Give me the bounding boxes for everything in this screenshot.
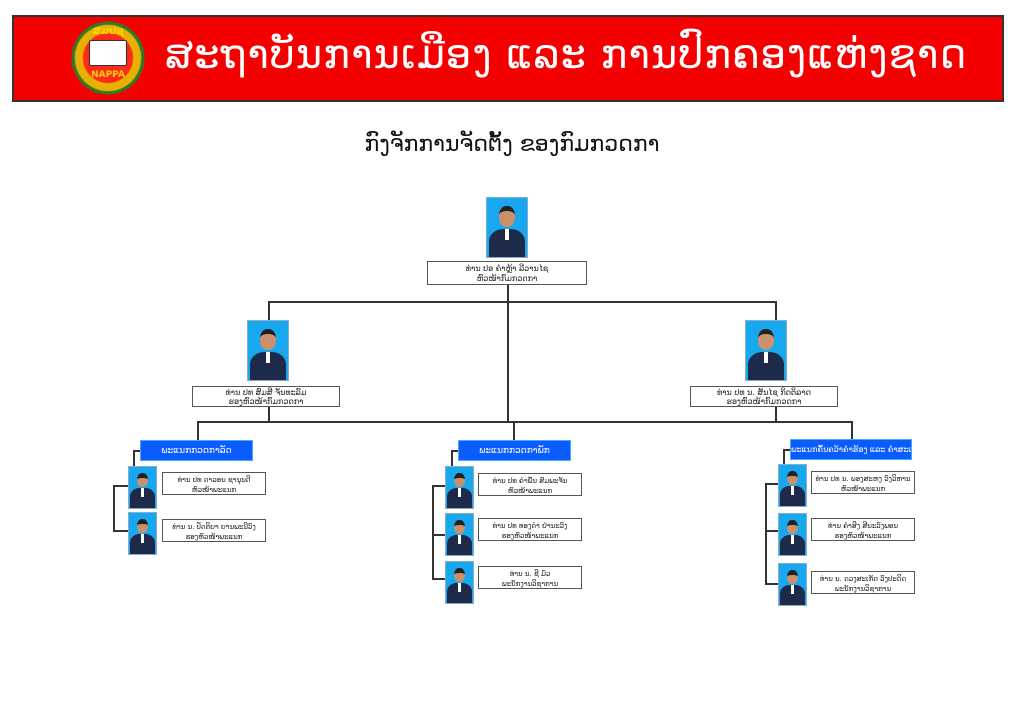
person-name: ທ່ານ ປອ ຄຳຫຼ້າ ລີວານໄຊ xyxy=(465,264,549,273)
logo-text-nappa: NAPPA xyxy=(91,70,125,80)
person-name: ທ່ານ ປທ ນ. ສັນໄຊ ກິດຕິລາດ xyxy=(716,388,812,397)
connector-line xyxy=(268,301,270,320)
person-role: ຫົວໜ້າພະແນກ xyxy=(840,485,886,493)
connector-line xyxy=(451,450,459,452)
department-header: ພະແນກຄົ້ນຄວ້າຄຳຮ້ອງ ແລະ ຄຳສະເໜີ xyxy=(790,439,920,460)
connector-line xyxy=(197,421,853,423)
person-role: ພະນັກງານວິຊາການ xyxy=(501,580,559,588)
member-photo xyxy=(778,563,807,606)
person-role: ຮອງຫົວໜ້າພະແນກ xyxy=(501,532,559,540)
department-header: ພະແນກກວດກາພັກ xyxy=(458,440,571,461)
person-name: ທ່ານ ຄຳສິງ ສີນະວົງພອນ xyxy=(828,522,898,530)
connector-line xyxy=(775,407,777,422)
page-title: ກົງຈັກການຈັດຕັ້ງ ຂອງກົມກວດກາ xyxy=(364,132,660,157)
member-photo xyxy=(445,513,474,556)
connector-bracket xyxy=(765,483,778,585)
person-role: ຫົວໜ້າພະແນກ xyxy=(191,486,237,494)
member-photo xyxy=(778,513,807,556)
member-card: ທ່ານ ນ. ປັດຕິຍາ ຍານພະນີວົງຮອງຫົວໜ້າພະແນກ xyxy=(162,519,266,542)
person-name: ທ່ານ ນ. ດວງສະເກັດ ວົງປະດິດ xyxy=(819,575,907,583)
connector-line xyxy=(513,421,515,440)
person-role: ຫົວໜ້າກົມກວດກາ xyxy=(476,274,538,283)
connector-bracket xyxy=(432,485,445,580)
connector-bracket xyxy=(113,485,128,532)
director-card: ທ່ານ ປອ ຄຳຫຼ້າ ລີວານໄຊ ຫົວໜ້າກົມກວດກາ xyxy=(427,261,587,285)
person-name: ທ່ານ ປທ ສົມສີ ຈັນທະລົມ xyxy=(225,388,307,397)
deputy-photo xyxy=(247,320,289,381)
member-card: ທ່ານ ປທ ຄຳພົ້ນ ສົມພະຈັນຫົວໜ້າພະແນກ xyxy=(478,473,582,496)
connector-line xyxy=(783,449,791,451)
member-card: ທ່ານ ຄຳສິງ ສີນະວົງພອນຮອງຫົວໜ້າພະແນກ xyxy=(811,518,915,541)
member-photo xyxy=(128,512,157,555)
person-name: ທ່ານ ນ. ປັດຕິຍາ ຍານພະນີວົງ xyxy=(172,523,256,531)
person-role: ຮອງຫົວໜ້າກົມກວດກາ xyxy=(228,397,304,406)
connector-line xyxy=(268,407,270,422)
connector-line xyxy=(765,530,778,532)
connector-line xyxy=(268,301,777,303)
logo-text-lao: ສມປຊ xyxy=(92,26,124,37)
connector-line xyxy=(851,421,853,440)
connector-line xyxy=(133,450,141,452)
institute-title: ສະຖາບັນການເມືອງ ແລະ ການປົກຄອງແຫ່ງຊາດ xyxy=(165,32,968,78)
person-name: ທ່ານ ປທ ດາວອນ ຊານຸນດີ xyxy=(177,476,251,484)
person-name: ທ່ານ ປທ ນ. ພອງສະຫງ ວົງວິຫານ xyxy=(815,475,911,483)
connector-line xyxy=(507,285,509,422)
member-card: ທ່ານ ປທ ທອງດຳ ຢ່ານະວົງຮອງຫົວໜ້າພະແນກ xyxy=(478,518,582,541)
member-photo xyxy=(445,466,474,509)
person-role: ຮອງຫົວໜ້າພະແນກ xyxy=(185,533,243,541)
person-name: ທ່ານ ນ. ຊີ ມົວ xyxy=(509,570,551,578)
connector-line xyxy=(783,449,785,464)
connector-line xyxy=(133,450,135,466)
person-role: ຮອງຫົວໜ້າພະແນກ xyxy=(834,532,892,540)
deputy-photo xyxy=(745,320,787,381)
header-banner xyxy=(12,15,1004,102)
member-card: ທ່ານ ປທ ດາວອນ ຊານຸນດີຫົວໜ້າພະແນກ xyxy=(162,472,266,495)
person-role: ຫົວໜ້າພະແນກ xyxy=(507,487,553,495)
deputy-card: ທ່ານ ປທ ສົມສີ ຈັນທະລົມ ຮອງຫົວໜ້າກົມກວດກາ xyxy=(192,386,340,407)
person-role: ພະນັກງານວິຊາການ xyxy=(834,585,892,593)
member-photo xyxy=(778,464,807,507)
member-photo xyxy=(445,561,474,604)
member-photo xyxy=(128,466,157,509)
deputy-card: ທ່ານ ປທ ນ. ສັນໄຊ ກິດຕິລາດ ຮອງຫົວໜ້າກົມກວ… xyxy=(690,386,838,407)
person-name: ທ່ານ ປທ ຄຳພົ້ນ ສົມພະຈັນ xyxy=(492,477,568,485)
connector-line xyxy=(451,450,453,466)
connector-line xyxy=(432,534,445,536)
member-card: ທ່ານ ນ. ຊີ ມົວພະນັກງານວິຊາການ xyxy=(478,566,582,589)
person-role: ຮອງຫົວໜ້າກົມກວດກາ xyxy=(726,397,802,406)
nappa-logo: ສມປຊ NAPPA xyxy=(69,20,147,96)
department-header: ພະແນກກວດກາລັດ xyxy=(140,440,253,461)
person-name: ທ່ານ ປທ ທອງດຳ ຢ່ານະວົງ xyxy=(492,522,568,530)
director-photo xyxy=(486,197,528,258)
connector-line xyxy=(197,421,199,440)
book-icon xyxy=(89,40,127,66)
member-card: ທ່ານ ປທ ນ. ພອງສະຫງ ວົງວິຫານຫົວໜ້າພະແນກ xyxy=(811,471,915,494)
connector-line xyxy=(775,301,777,320)
member-card: ທ່ານ ນ. ດວງສະເກັດ ວົງປະດິດພະນັກງານວິຊາກາ… xyxy=(811,571,915,594)
